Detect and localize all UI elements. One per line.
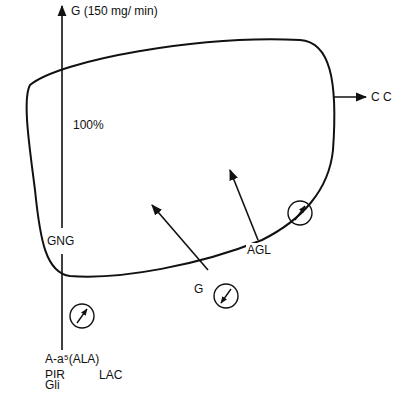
decrease-symbol [214,284,238,308]
text-label: 100% [72,118,105,132]
text-label: G [193,282,204,296]
liver-outline [27,39,335,276]
text-label: C C [370,90,393,104]
text-label: G (150 mg/ min) [70,4,159,18]
flow-arrow [333,96,366,98]
text-label: Gli [44,378,61,392]
increase-symbol [288,201,312,225]
text-label: LAC [98,368,123,382]
flow-arrow [61,6,63,228]
text-label: AGL [246,243,272,257]
flow-arrow [152,205,208,270]
flow-arrow [61,254,63,350]
text-label: GNG [46,234,75,248]
text-label: A-a⁵(ALA) [44,352,100,366]
increase-symbol [70,304,94,328]
flow-arrow [230,170,258,240]
